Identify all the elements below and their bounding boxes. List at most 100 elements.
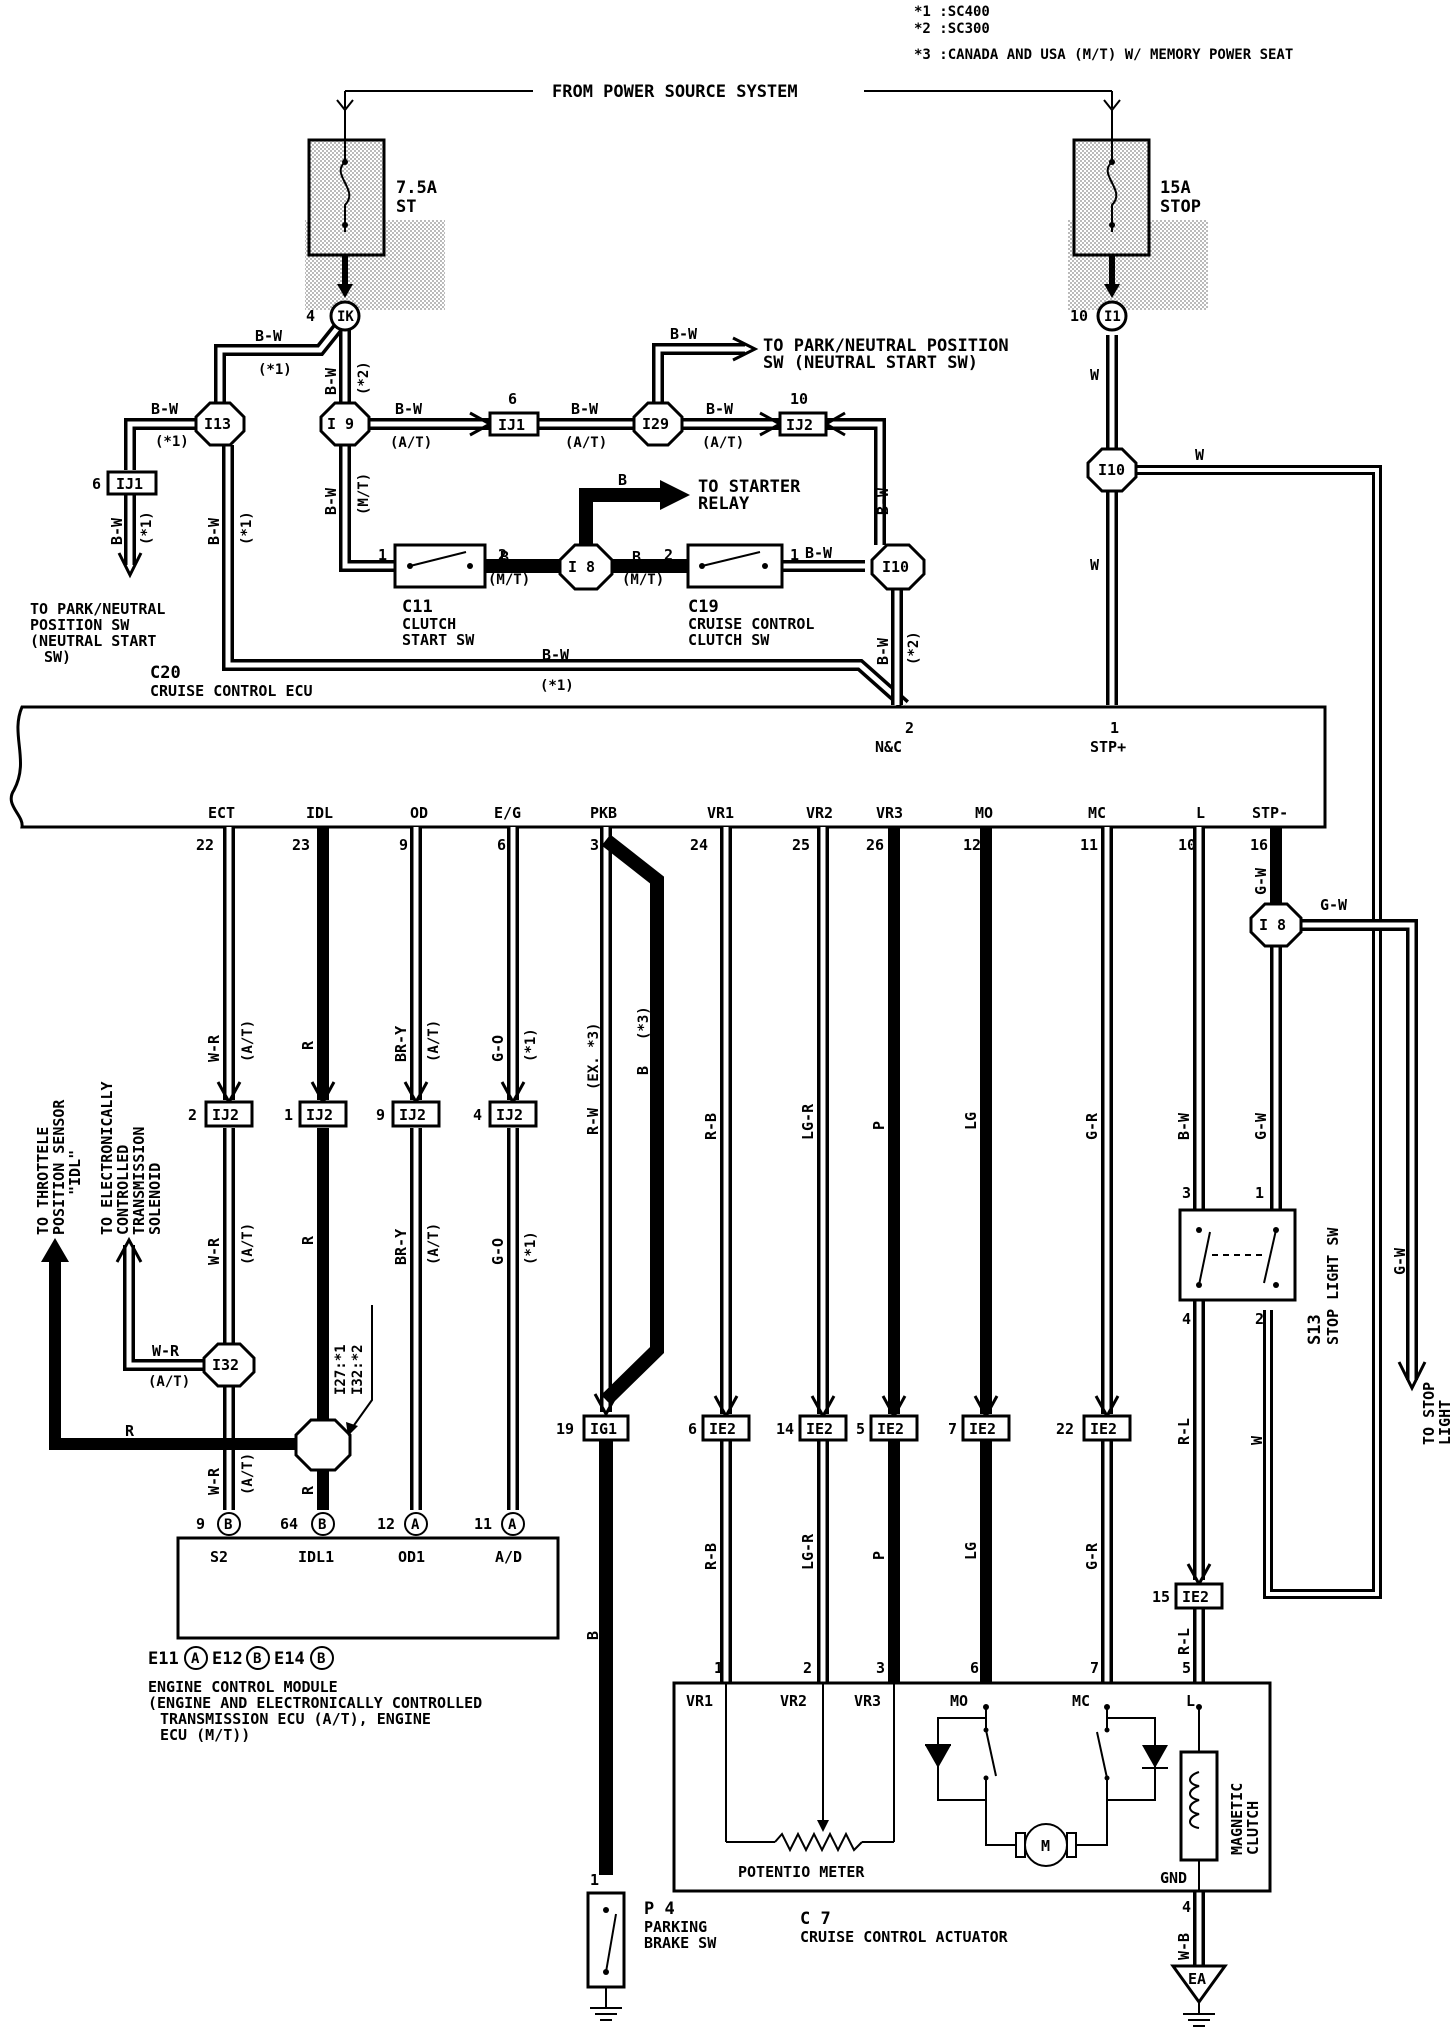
svg-text:M: M: [1041, 1837, 1050, 1855]
svg-text:1: 1: [590, 1871, 599, 1889]
svg-text:IJ1: IJ1: [498, 416, 525, 434]
svg-text:B: B: [224, 1517, 232, 1533]
svg-text:I29: I29: [642, 415, 669, 433]
svg-text:BR-Y: BR-Y: [392, 1026, 410, 1062]
fuse-st-name: ST: [396, 197, 416, 217]
svg-text:11: 11: [474, 1515, 492, 1533]
to-ect-2: CONTROLLED: [114, 1145, 132, 1235]
svg-text:(EX. *3): (EX. *3): [586, 1023, 602, 1090]
svg-text:(A/T): (A/T): [240, 1223, 256, 1265]
motor-icon: [1024, 1823, 1068, 1867]
svg-text:ECU (M/T)): ECU (M/T)): [160, 1726, 250, 1744]
svg-text:9: 9: [376, 1106, 385, 1124]
junction-i27-i32: [294, 1418, 352, 1472]
to-park-neutral-1: TO PARK/NEUTRAL POSITION: [763, 336, 1009, 356]
svg-text:B-W: B-W: [151, 400, 179, 418]
svg-text:E14: E14: [274, 1649, 305, 1669]
svg-text:10: 10: [1070, 307, 1088, 325]
svg-text:(A/T): (A/T): [426, 1223, 442, 1265]
svg-text:I27:*1: I27:*1: [333, 1344, 349, 1395]
svg-text:IK: IK: [337, 309, 354, 325]
svg-text:(A/T): (A/T): [565, 435, 607, 451]
svg-text:VR2: VR2: [780, 1692, 807, 1710]
svg-text:26: 26: [866, 836, 884, 854]
svg-text:IJ2: IJ2: [496, 1106, 523, 1124]
svg-text:VR2: VR2: [806, 804, 833, 822]
svg-text:B: B: [618, 471, 627, 489]
svg-text:(*2): (*2): [906, 631, 922, 665]
svg-text:14: 14: [776, 1420, 794, 1438]
svg-text:IJ2: IJ2: [786, 416, 813, 434]
svg-text:E/G: E/G: [494, 804, 521, 822]
parking-brake-switch: 1 P 4 PARKING BRAKE SW: [586, 1871, 717, 2021]
svg-text:5: 5: [856, 1420, 865, 1438]
svg-text:2: 2: [664, 546, 673, 564]
lower-wire-labels: W-R (A/T) R BR-Y (A/T) G-O (*1) R-W (EX.…: [125, 867, 1409, 1960]
svg-text:A/D: A/D: [495, 1548, 522, 1566]
svg-text:(A/T): (A/T): [390, 435, 432, 451]
power-source: FROM POWER SOURCE SYSTEM: [336, 82, 1121, 112]
svg-text:4: 4: [1182, 1310, 1191, 1328]
svg-text:MO: MO: [975, 804, 993, 822]
junction-i10: [870, 543, 926, 591]
svg-text:(A/T): (A/T): [426, 1020, 442, 1062]
note-1: *1 :SC400: [914, 4, 990, 20]
svg-text:2: 2: [188, 1106, 197, 1124]
svg-text:I 8: I 8: [1259, 916, 1286, 934]
connector-ij2-upper: [778, 411, 828, 437]
svg-text:I13: I13: [204, 415, 231, 433]
svg-text:10: 10: [790, 390, 808, 408]
svg-text:G-W: G-W: [1320, 896, 1348, 914]
svg-text:1: 1: [714, 1659, 723, 1677]
svg-text:R: R: [299, 1040, 317, 1050]
svg-text:TRANSMISSION ECU (A/T), ENGINE: TRANSMISSION ECU (A/T), ENGINE: [160, 1710, 431, 1728]
svg-text:10: 10: [1178, 836, 1196, 854]
svg-text:B-W: B-W: [542, 646, 570, 664]
c11-id: C11: [402, 597, 433, 617]
magnetic-clutch-1: MAGNETIC: [1228, 1783, 1246, 1855]
svg-text:1: 1: [1110, 719, 1119, 737]
svg-text:B-W: B-W: [706, 400, 734, 418]
svg-text:(A/T): (A/T): [702, 435, 744, 451]
svg-text:64: 64: [280, 1515, 298, 1533]
svg-text:I32:*2: I32:*2: [350, 1344, 366, 1395]
svg-text:(ENGINE AND ELECTRONICALLY CON: (ENGINE AND ELECTRONICALLY CONTROLLED: [148, 1694, 482, 1712]
svg-text:START SW: START SW: [402, 631, 475, 649]
ecu-id: C20: [150, 663, 181, 683]
svg-text:R: R: [299, 1485, 317, 1495]
svg-text:6: 6: [92, 475, 101, 493]
svg-text:LG: LG: [962, 1542, 980, 1560]
svg-text:W: W: [1195, 446, 1205, 464]
svg-text:1: 1: [790, 546, 799, 564]
svg-text:IE2: IE2: [1090, 1420, 1117, 1438]
fuse-stop-rating: 15A: [1160, 178, 1191, 198]
svg-text:(*1): (*1): [139, 511, 155, 545]
svg-text:PKB: PKB: [590, 804, 617, 822]
note-2: *2 :SC300: [914, 21, 990, 37]
svg-text:2: 2: [498, 546, 507, 564]
svg-text:1: 1: [378, 546, 387, 564]
svg-text:B-W: B-W: [1175, 1112, 1193, 1140]
cruise-control-actuator: 1 2 3 6 7 5 VR1 VR2 VR3 MO MC L GND POTE…: [672, 1659, 1272, 1946]
to-ect-3: TRANSMISSION: [130, 1127, 148, 1235]
svg-text:B: B: [317, 1651, 325, 1667]
svg-text:VR1: VR1: [686, 1692, 713, 1710]
svg-text:A: A: [508, 1517, 517, 1533]
svg-text:5: 5: [1182, 1659, 1191, 1677]
svg-text:W: W: [1090, 366, 1100, 384]
svg-text:IG1: IG1: [590, 1420, 617, 1438]
to-park-neutral-left-2: POSITION SW: [30, 616, 130, 634]
junction-i10-stop: [1086, 447, 1138, 493]
to-throttle-1: TO THROTTELE: [34, 1127, 52, 1235]
svg-text:W-B: W-B: [1175, 1933, 1193, 1960]
svg-text:B-W: B-W: [322, 367, 340, 395]
svg-text:PARKING: PARKING: [644, 1918, 707, 1936]
svg-text:LG-R: LG-R: [799, 1103, 817, 1140]
c7-name: CRUISE CONTROL ACTUATOR: [800, 1928, 1009, 1946]
svg-text:B: B: [632, 548, 641, 566]
engine-control-module: S2 IDL1 OD1 A/D B 9 B 64 A 12 A 11 E11 A…: [148, 1512, 560, 1744]
svg-text:G-R: G-R: [1083, 1542, 1101, 1570]
s13-id: S13: [1305, 1314, 1325, 1345]
